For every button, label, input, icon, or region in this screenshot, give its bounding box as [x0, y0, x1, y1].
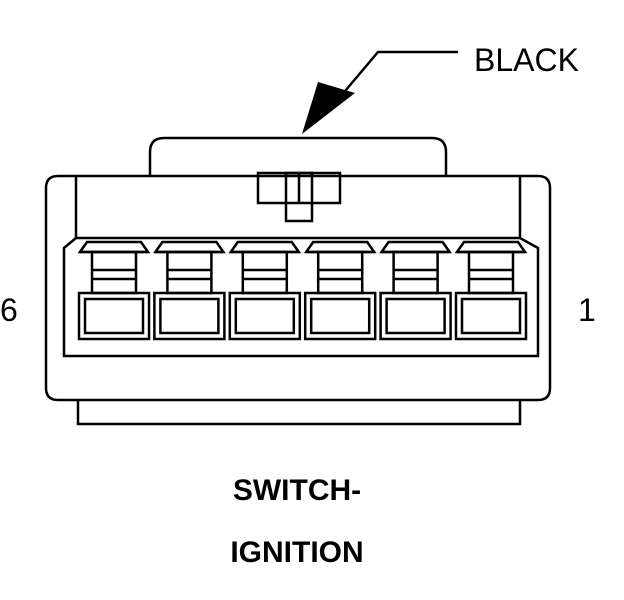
pin-label-left: 6 — [0, 292, 18, 328]
terminal-cavity — [379, 240, 453, 341]
callout-arrowhead — [302, 82, 355, 134]
connector-top-tab — [148, 136, 448, 176]
pin-label-right: 1 — [578, 292, 596, 328]
title-line-2: IGNITION — [230, 536, 363, 569]
terminal-cavity — [77, 240, 151, 341]
connector-bottom-shroud — [76, 400, 522, 426]
connector-body — [44, 174, 552, 402]
color-callout-leader — [302, 50, 458, 134]
title-line-1: SWITCH- — [233, 474, 361, 507]
wire-color-label: BLACK — [474, 42, 579, 78]
terminal-cavity — [228, 240, 302, 341]
terminal-cavity — [454, 240, 528, 341]
terminal-cavity — [303, 240, 377, 341]
center-lock-key — [256, 171, 342, 223]
terminal-cavity — [152, 240, 226, 341]
connector-face — [62, 236, 540, 358]
terminal-cavities — [77, 240, 528, 341]
